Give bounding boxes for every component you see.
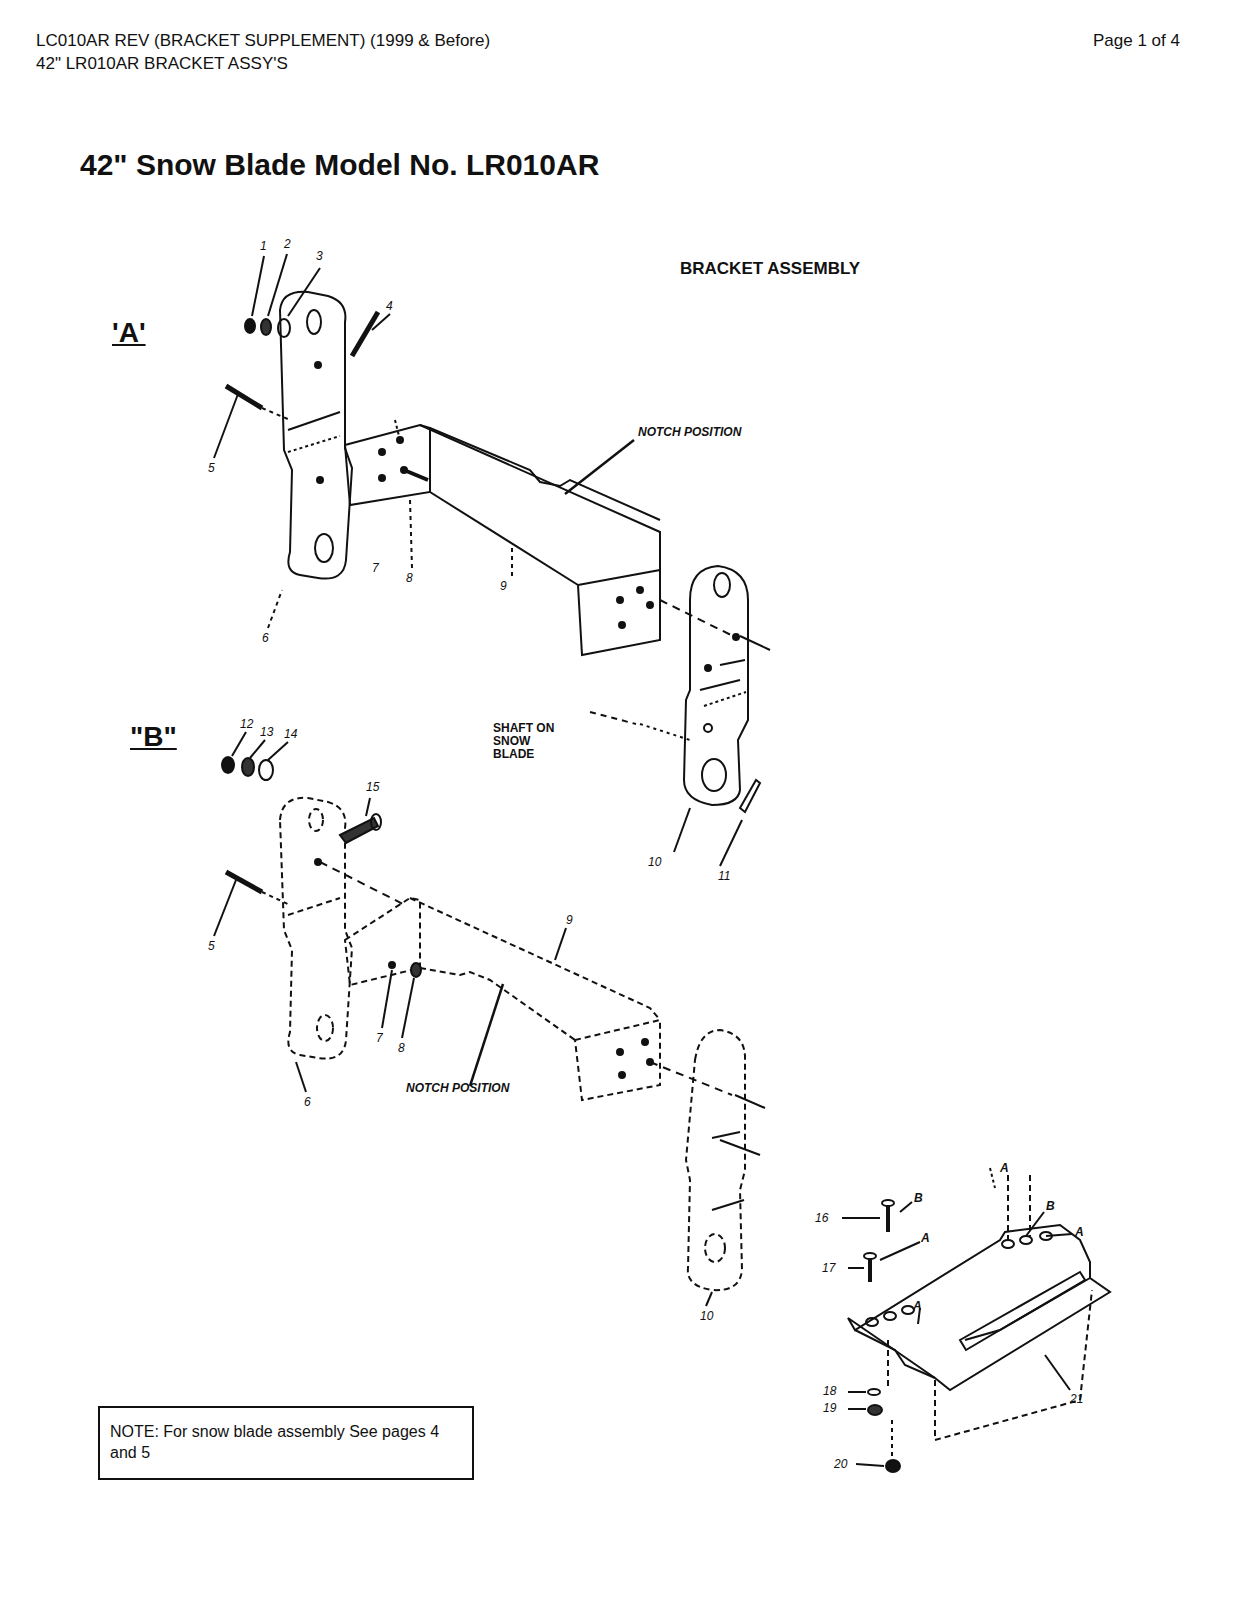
callout-label: 3	[316, 250, 323, 263]
callout-label: 10	[648, 856, 661, 869]
callout-label: NOTCH POSITION	[406, 1082, 509, 1095]
page-title: 42" Snow Blade Model No. LR010AR	[80, 148, 599, 181]
callout-label: SHAFT ON SNOW BLADE	[493, 722, 571, 762]
note-text: NOTE: For snow blade assembly See pages …	[110, 1422, 462, 1464]
callout-label: 10	[700, 1310, 713, 1323]
callout-label: 18	[823, 1385, 836, 1398]
callout-label: B	[1046, 1200, 1055, 1213]
callout-label: 5	[208, 940, 215, 953]
callout-label: A	[913, 1300, 922, 1313]
callout-label: 6	[262, 632, 269, 645]
header-text: 42" LR010AR BRACKET ASSY'S	[36, 55, 288, 74]
callout-label: A	[1075, 1226, 1084, 1239]
callout-label: A	[921, 1232, 930, 1245]
callout-label: 8	[398, 1042, 405, 1055]
callout-label: 2	[284, 238, 291, 251]
callout-label: B	[914, 1192, 923, 1205]
callout-label: 4	[386, 300, 393, 313]
callout-label: 1	[260, 240, 267, 253]
callout-label: 12	[240, 718, 253, 731]
callout-label: 13	[260, 726, 273, 739]
callout-label: 16	[815, 1212, 828, 1225]
view-letter: 'A'	[112, 318, 146, 349]
bracket-a	[214, 254, 770, 866]
header-text: BRACKET ASSEMBLY	[680, 260, 860, 279]
bracket-b	[280, 798, 745, 1290]
callout-label: 17	[822, 1262, 835, 1275]
callout-label: 9	[566, 914, 573, 927]
callout-label: 7	[376, 1032, 383, 1045]
callout-label: 5	[208, 462, 215, 475]
bracket-b-details	[214, 732, 765, 1306]
view-letter: "B"	[130, 722, 177, 753]
callout-label: 19	[823, 1402, 836, 1415]
callout-label: 11	[718, 870, 730, 883]
note-box: NOTE: For snow blade assembly See pages …	[98, 1406, 474, 1480]
header-text: LC010AR REV (BRACKET SUPPLEMENT) (1999 &…	[36, 32, 490, 51]
mounting-plate	[842, 1168, 1110, 1472]
callout-label: 15	[366, 781, 379, 794]
callout-label: 7	[372, 562, 379, 575]
callout-label: A	[1000, 1162, 1009, 1175]
callout-label: 8	[406, 572, 413, 585]
callout-label: 9	[500, 580, 507, 593]
callout-label: 14	[284, 728, 297, 741]
callout-label: NOTCH POSITION	[638, 426, 741, 439]
callout-label: 21	[1070, 1393, 1083, 1406]
callout-label: 20	[834, 1458, 847, 1471]
header-text: Page 1 of 4	[1093, 32, 1180, 51]
callout-label: 6	[304, 1096, 311, 1109]
